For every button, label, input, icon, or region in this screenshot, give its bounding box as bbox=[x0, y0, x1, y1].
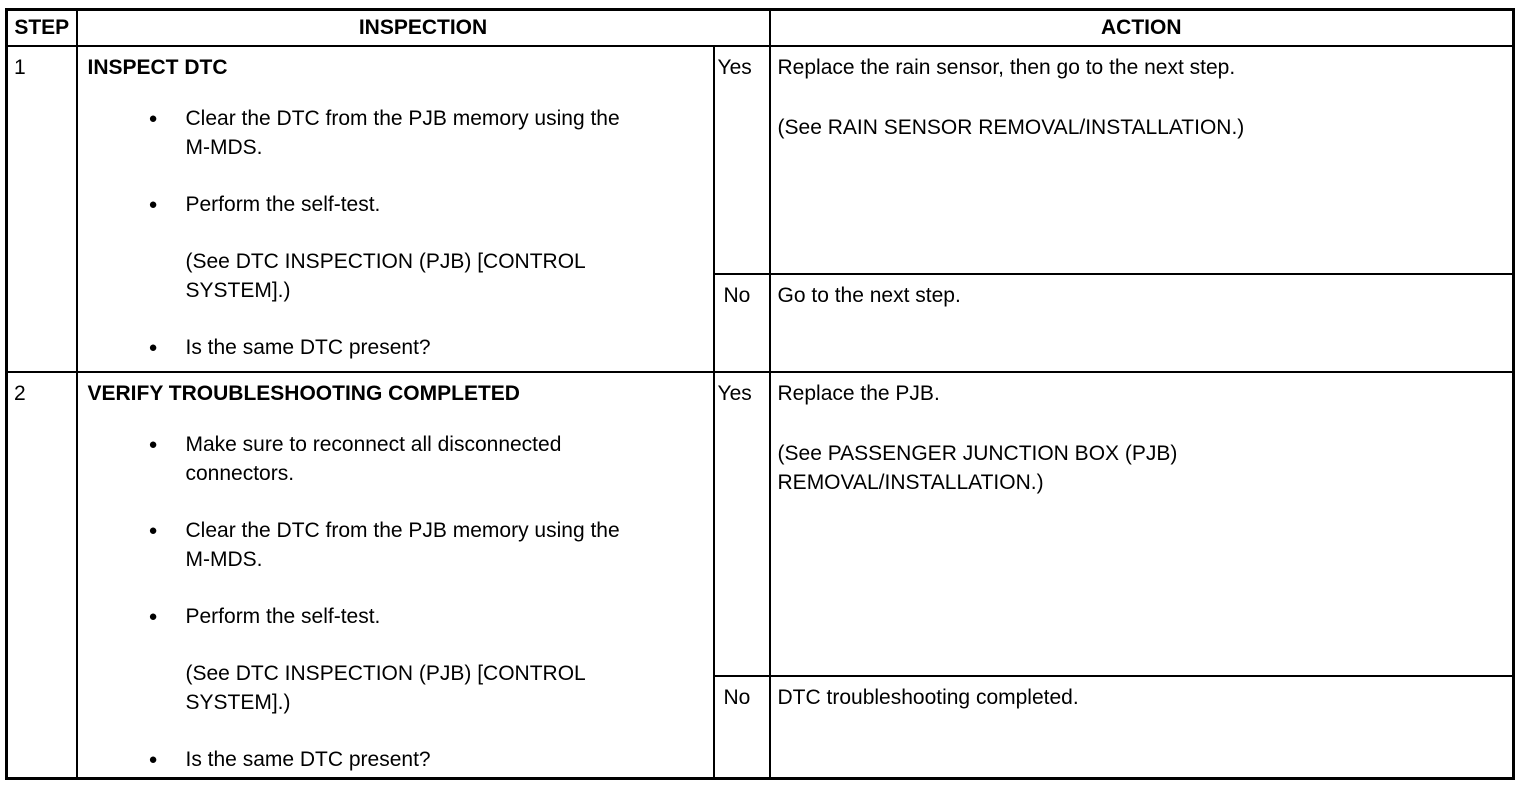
troubleshooting-table: STEP INSPECTION ACTION 1 INSPECT DTC ● C… bbox=[5, 8, 1516, 780]
inspection-cell: INSPECT DTC ● Clear the DTC from the PJB… bbox=[75, 44, 715, 373]
bullet-icon: ● bbox=[148, 607, 158, 625]
table-row: 2 VERIFY TROUBLESHOOTING COMPLETED ● Mak… bbox=[5, 370, 1515, 780]
yes-action-cell: Replace the rain sensor, then go to the … bbox=[768, 44, 1515, 275]
see-reference-note: (See RAIN SENSOR REMOVAL/INSTALLATION.) bbox=[777, 115, 1245, 139]
no-label: No bbox=[723, 283, 751, 307]
action-text: DTC troubleshooting completed. bbox=[777, 685, 1079, 709]
action-text: Go to the next step. bbox=[777, 283, 961, 307]
bullet-item: ● Clear the DTC from the PJB memory usin… bbox=[79, 516, 705, 574]
bullet-line: Is the same DTC present? bbox=[185, 335, 431, 359]
bullet-text: Perform the self-test. bbox=[186, 190, 705, 219]
note-line: SYSTEM].) bbox=[185, 690, 291, 714]
no-action-cell: Go to the next step. bbox=[768, 272, 1515, 373]
step-number-cell: 1 bbox=[5, 44, 78, 373]
bullet-text: Perform the self-test. bbox=[186, 602, 705, 631]
note-line: REMOVAL/INSTALLATION.) bbox=[777, 470, 1044, 494]
bullet-item: ● Make sure to reconnect all disconnecte… bbox=[79, 430, 705, 488]
bullet-text: Clear the DTC from the PJB memory using … bbox=[186, 516, 705, 574]
header-action: ACTION bbox=[768, 8, 1515, 47]
bullet-line: M-MDS. bbox=[185, 547, 263, 571]
inspection-cell: VERIFY TROUBLESHOOTING COMPLETED ● Make … bbox=[75, 370, 715, 780]
bullet-icon: ● bbox=[148, 750, 158, 768]
note-line: (See DTC INSPECTION (PJB) [CONTROL bbox=[185, 249, 586, 273]
yes-action-cell: Replace the PJB. (See PASSENGER JUNCTION… bbox=[768, 370, 1515, 677]
bullet-text: Clear the DTC from the PJB memory using … bbox=[186, 104, 705, 162]
inspection-title: INSPECT DTC bbox=[87, 55, 228, 79]
bullet-text: Is the same DTC present? bbox=[186, 745, 705, 774]
note-line: (See DTC INSPECTION (PJB) [CONTROL bbox=[185, 661, 586, 685]
bullet-line: Perform the self-test. bbox=[185, 192, 381, 216]
see-reference-note: (See DTC INSPECTION (PJB) [CONTROL SYSTE… bbox=[79, 247, 705, 305]
note-line: (See PASSENGER JUNCTION BOX (PJB) bbox=[777, 441, 1178, 465]
action-text: Replace the rain sensor, then go to the … bbox=[777, 55, 1236, 79]
bullet-icon: ● bbox=[148, 521, 158, 539]
note-line: SYSTEM].) bbox=[185, 278, 291, 302]
table-row: 1 INSPECT DTC ● Clear the DTC from the P… bbox=[5, 44, 1515, 373]
yes-label: Yes bbox=[717, 55, 752, 79]
bullet-line: Is the same DTC present? bbox=[185, 747, 431, 771]
bullet-line: connectors. bbox=[185, 461, 295, 485]
see-reference-note: (See PASSENGER JUNCTION BOX (PJB) REMOVA… bbox=[778, 439, 1505, 497]
table-row: No DTC troubleshooting completed. bbox=[7, 674, 1515, 780]
yes-label: Yes bbox=[717, 381, 752, 405]
inspection-title: VERIFY TROUBLESHOOTING COMPLETED bbox=[87, 381, 520, 405]
no-label-cell: No bbox=[712, 272, 771, 373]
bullet-item: ● Clear the DTC from the PJB memory usin… bbox=[79, 104, 705, 162]
bullet-icon: ● bbox=[148, 109, 158, 127]
step-number: 2 bbox=[14, 381, 26, 405]
bullet-line: Clear the DTC from the PJB memory using … bbox=[185, 518, 620, 542]
bullet-icon: ● bbox=[148, 195, 158, 213]
yes-label-cell: Yes bbox=[712, 44, 771, 275]
bullet-item: ● Is the same DTC present? bbox=[79, 333, 705, 362]
no-label-cell: No bbox=[712, 674, 771, 780]
action-text: Replace the PJB. bbox=[777, 381, 940, 405]
bullet-line: Perform the self-test. bbox=[185, 604, 381, 628]
bullet-item: ● Is the same DTC present? bbox=[79, 745, 705, 774]
see-reference-note: (See DTC INSPECTION (PJB) [CONTROL SYSTE… bbox=[79, 659, 705, 717]
table-row: No Go to the next step. bbox=[7, 272, 1515, 373]
header-step: STEP bbox=[5, 8, 78, 47]
bullet-icon: ● bbox=[148, 338, 158, 356]
header-inspection: INSPECTION bbox=[75, 8, 771, 47]
bullet-line: Clear the DTC from the PJB memory using … bbox=[185, 106, 620, 130]
step-number: 1 bbox=[14, 55, 26, 79]
bullet-text: Is the same DTC present? bbox=[186, 333, 705, 362]
no-action-cell: DTC troubleshooting completed. bbox=[768, 674, 1515, 780]
bullet-line: Make sure to reconnect all disconnected bbox=[185, 432, 562, 456]
yes-label-cell: Yes bbox=[712, 370, 771, 677]
table-header-row: STEP INSPECTION ACTION bbox=[5, 8, 1515, 47]
bullet-icon: ● bbox=[148, 435, 158, 453]
no-label: No bbox=[723, 685, 751, 709]
bullet-item: ● Perform the self-test. bbox=[79, 602, 705, 631]
bullet-line: M-MDS. bbox=[185, 135, 263, 159]
bullet-text: Make sure to reconnect all disconnected … bbox=[186, 430, 705, 488]
step-number-cell: 2 bbox=[5, 370, 78, 780]
bullet-item: ● Perform the self-test. bbox=[79, 190, 705, 219]
